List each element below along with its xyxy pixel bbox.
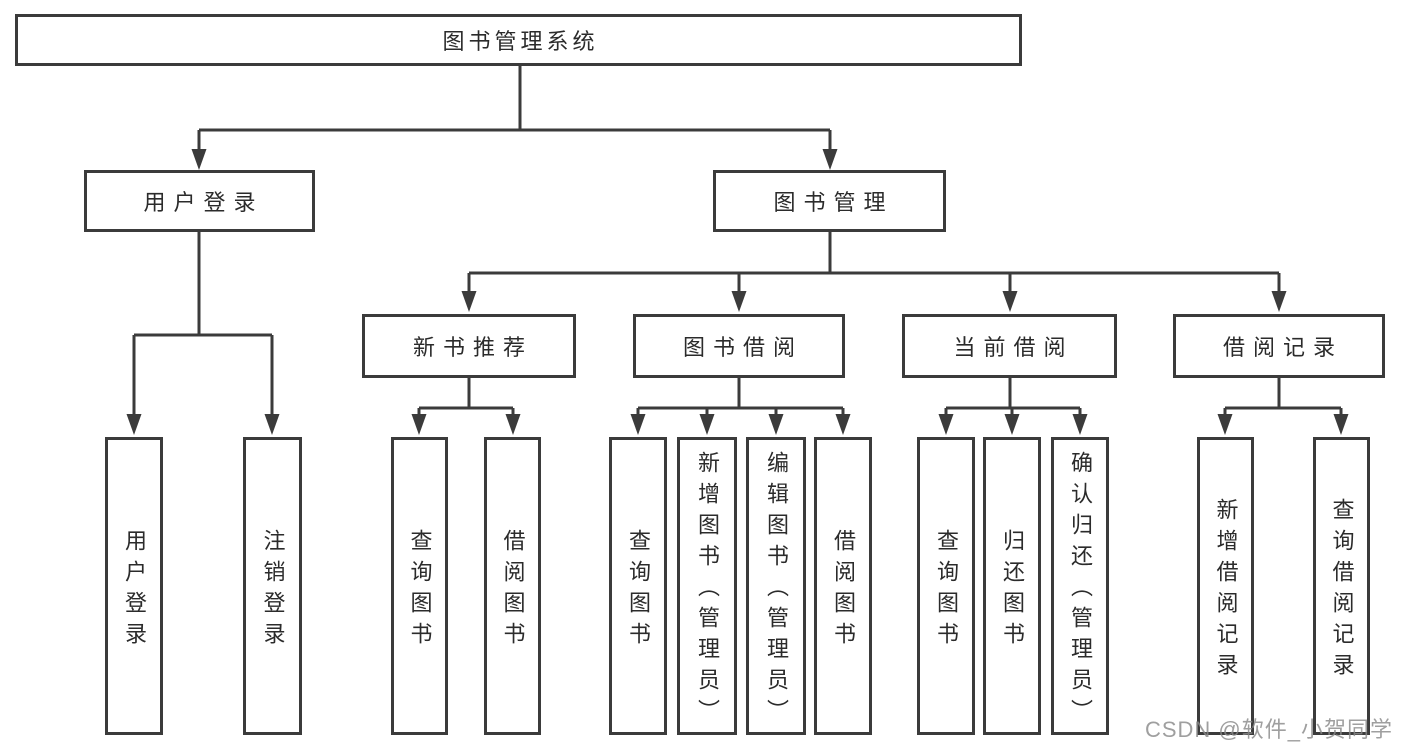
- arrowhead: [505, 414, 521, 435]
- arrowhead: [191, 149, 207, 170]
- arrowhead: [1002, 291, 1018, 312]
- arrowhead: [699, 414, 715, 435]
- node-book-management-module: 图书管理: [713, 170, 946, 232]
- arrowhead: [835, 414, 851, 435]
- node-label: 新增图书（管理员）: [695, 451, 720, 730]
- node-label: 用户登录: [143, 190, 264, 215]
- arrowhead: [731, 291, 747, 312]
- arrowhead: [126, 414, 142, 435]
- arrowhead: [1271, 291, 1287, 312]
- node-borrowing-records: 借阅记录: [1173, 314, 1385, 378]
- arrowhead: [768, 414, 784, 435]
- node-label: 查询图书: [407, 528, 433, 653]
- arrowhead: [1004, 414, 1020, 435]
- node-label: 图书管理: [773, 190, 894, 215]
- csdn-watermark: CSDN @软件_小贺同学: [1144, 717, 1393, 742]
- arrowhead: [264, 414, 280, 435]
- leaf-logout: 注销登录: [243, 437, 302, 735]
- leaf-query-books-current: 查询图书: [917, 437, 975, 735]
- node-label: 注销登录: [260, 528, 286, 653]
- node-label: 借阅图书: [831, 528, 856, 653]
- node-label: 新增借阅记录: [1213, 497, 1239, 684]
- leaf-confirm-return-admin: 确认归还（管理员）: [1051, 437, 1109, 735]
- arrowhead: [630, 414, 646, 435]
- arrowhead: [822, 149, 838, 170]
- arrowhead: [1072, 414, 1088, 435]
- node-current-borrowing: 当前借阅: [902, 314, 1117, 378]
- leaf-add-books-admin: 新增图书（管理员）: [677, 437, 737, 735]
- leaf-borrow-books: 借阅图书: [814, 437, 872, 735]
- node-label: 当前借阅: [953, 335, 1074, 360]
- leaf-edit-books-admin: 编辑图书（管理员）: [746, 437, 806, 735]
- node-label: 图书借阅: [682, 335, 803, 360]
- arrowhead: [411, 414, 427, 435]
- node-label: 借阅图书: [500, 528, 526, 653]
- node-user-login-module: 用户登录: [84, 170, 315, 232]
- connector-lines: [132, 66, 1343, 416]
- node-library-management-system: 图书管理系统: [15, 14, 1022, 66]
- leaf-query-books-recommend: 查询图书: [391, 437, 448, 735]
- node-book-borrowing: 图书借阅: [633, 314, 845, 378]
- leaf-add-borrow-record: 新增借阅记录: [1197, 437, 1254, 735]
- leaf-return-books: 归还图书: [983, 437, 1041, 735]
- node-label: 归还图书: [1000, 528, 1025, 653]
- node-label: 图书管理系统: [442, 29, 599, 54]
- node-label: 查询借阅记录: [1329, 497, 1355, 684]
- node-label: 新书推荐: [412, 335, 533, 360]
- leaf-query-borrow-record: 查询借阅记录: [1313, 437, 1370, 735]
- node-label: 查询图书: [934, 528, 959, 653]
- node-label: 借阅记录: [1222, 335, 1343, 360]
- arrowhead: [1333, 414, 1349, 435]
- node-label: 编辑图书（管理员）: [764, 451, 789, 730]
- leaf-borrow-books-recommend: 借阅图书: [484, 437, 541, 735]
- leaf-query-books-borrowing: 查询图书: [609, 437, 667, 735]
- node-new-book-recommendation: 新书推荐: [362, 314, 576, 378]
- arrowhead: [938, 414, 954, 435]
- arrowhead: [1217, 414, 1233, 435]
- arrowheads: [126, 149, 1349, 435]
- node-label: 查询图书: [626, 528, 651, 653]
- node-label: 用户登录: [122, 528, 147, 653]
- leaf-user-login: 用户登录: [105, 437, 163, 735]
- arrowhead: [461, 291, 477, 312]
- node-label: 确认归还（管理员）: [1068, 451, 1093, 730]
